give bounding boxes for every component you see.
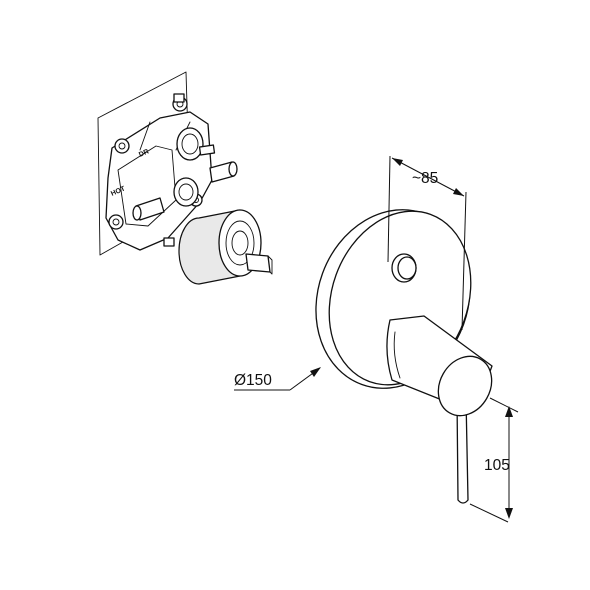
trim-assembly <box>315 209 493 504</box>
lever-end-face <box>437 355 493 417</box>
valve-label-upper: DR <box>138 148 150 159</box>
extension-line <box>461 191 467 331</box>
depth-dimension-label: ~85 <box>412 170 438 187</box>
dimension-line <box>391 157 465 197</box>
upper-port-stem <box>198 144 216 156</box>
arrowhead <box>505 508 513 519</box>
concealed-valve-body: DR HOT <box>97 71 273 285</box>
arrowhead <box>392 158 403 166</box>
side-connector-end <box>228 161 238 177</box>
upper-port-inner <box>181 133 199 155</box>
cartridge-spindle <box>245 253 271 273</box>
inlet-nozzle-end <box>132 205 142 221</box>
extension-line <box>387 155 391 263</box>
depth-dimension: ~85 <box>387 155 467 331</box>
mounting-ear <box>108 214 124 230</box>
arrowhead <box>505 406 513 417</box>
lever-arm <box>456 397 469 504</box>
spindle-tip <box>267 255 273 275</box>
mounting-ear <box>114 138 130 154</box>
lever-cylinder-shade <box>393 331 401 379</box>
diverter-knob <box>391 253 417 283</box>
extension-line <box>469 503 509 523</box>
lower-port-inner <box>178 183 194 201</box>
cartridge-face-ring <box>225 220 255 266</box>
top-lug <box>173 93 185 103</box>
arrowhead <box>453 188 464 196</box>
lower-port <box>173 177 199 207</box>
upper-port <box>176 127 204 161</box>
diverter-knob-cap <box>397 256 417 280</box>
diameter-dimension-label: Ø150 <box>234 372 272 389</box>
lever-length-dimension-label: 105 <box>484 457 510 474</box>
bottom-lug <box>163 237 175 247</box>
cartridge <box>178 209 273 285</box>
diameter-dimension: Ø150 <box>234 367 321 391</box>
extension-line <box>489 397 519 413</box>
lever-handle <box>386 315 493 504</box>
mounting-hole <box>118 142 126 150</box>
mounting-hole <box>112 218 120 226</box>
lever-length-dimension: 105 <box>469 397 519 523</box>
cartridge-face-hub <box>231 230 249 256</box>
arrowhead <box>310 367 321 377</box>
